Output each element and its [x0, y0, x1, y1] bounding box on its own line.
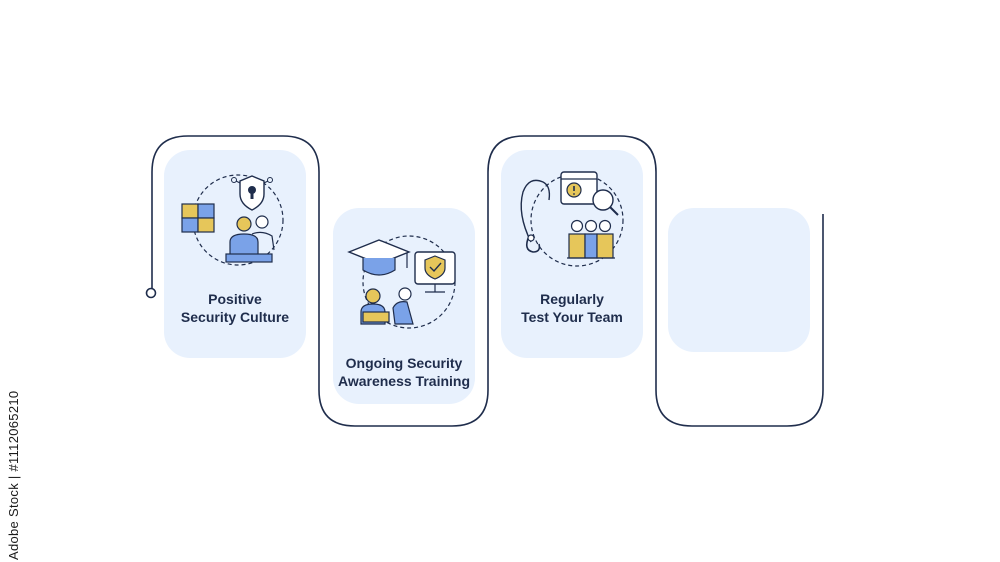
step-label-3: Regularly Test Your Team — [501, 290, 643, 326]
step-label-2-line-1: Ongoing Security — [345, 355, 463, 371]
stock-watermark: Adobe Stock | #1112065210 — [6, 390, 21, 560]
graduation-training-icon — [347, 235, 456, 329]
step-label-1: Positive Security Culture — [164, 290, 306, 326]
phishing-test-icon — [520, 171, 624, 267]
step-label-1-line-2: Security Culture — [180, 309, 290, 325]
start-node — [145, 287, 157, 299]
step-card-1: Positive Security Culture — [164, 150, 306, 358]
step-label-1-line-1: Positive — [208, 291, 262, 307]
step-label-2-line-2: Awareness Training — [337, 373, 470, 389]
team-shield-icon — [181, 174, 284, 266]
step-card-4 — [668, 208, 810, 352]
step-label-3-line-1: Regularly — [540, 291, 604, 307]
step-card-2: Ongoing Security Awareness Training — [333, 208, 475, 404]
step-card-3: Regularly Test Your Team — [501, 150, 643, 358]
step-label-2: Ongoing Security Awareness Training — [333, 354, 475, 390]
step-label-3-line-2: Test Your Team — [521, 309, 623, 325]
